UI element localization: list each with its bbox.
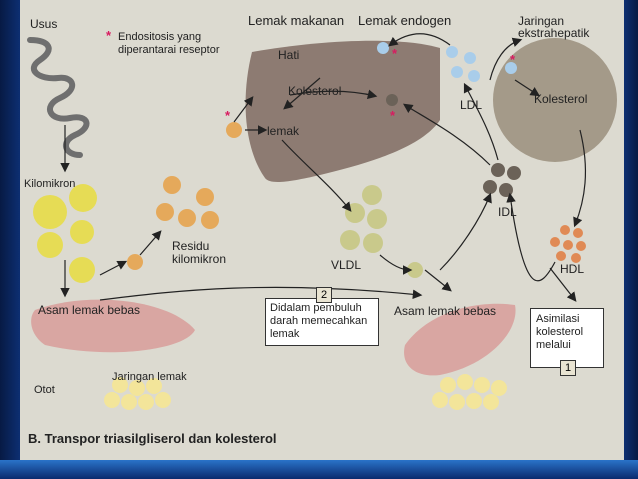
label-jaringan-2: ekstrahepatik [518,26,590,40]
label-jaringan-lemak: Jaringan lemak [112,371,187,383]
label-hati: Hati [278,48,300,62]
label-asimilasi-1: Asimilasi [536,313,580,325]
star-marker: * [106,28,112,43]
star-marker-residu: * [225,108,231,123]
frame-left-bar [0,0,20,460]
muscle-right-shape [404,303,516,376]
label-hdl: HDL [560,262,585,276]
muscle-left-shape [31,299,195,353]
label-ldl: LDL [460,98,483,112]
label-kolesterol-jaringan: Kolesterol [534,92,588,106]
label-lemak-makanan: Lemak makanan [248,13,345,28]
label-endositosis-2: diperantarai reseptor [118,44,220,56]
label-residu-2: kilomikron [172,252,227,266]
label-otot: Otot [34,384,55,396]
label-kilomikron: Kilomikron [24,178,76,190]
note-box-asimilasi [530,308,604,368]
label-residu-1: Residu [172,239,210,253]
frame-right-bar [624,0,638,460]
figure-caption: B. Transpor triasilgliserol dan kolester… [28,431,277,446]
label-idl: IDL [498,205,517,219]
label-usus: Usus [30,17,58,31]
label-pembuluh-3: lemak [270,328,300,340]
label-asam-lemak-bebas-right: Asam lemak bebas [394,304,497,318]
frame-bottom-bar [0,460,638,479]
diagram-slide: Usus Lemak makanan Lemak endogen Jaringa… [20,0,624,460]
fat-cells-left [104,377,171,410]
star-marker-tissue: * [510,52,516,67]
label-kolesterol-hati: Kolesterol [288,84,342,98]
flow-arrows [60,33,587,302]
number-badge-2: 2 [316,287,332,303]
label-asimilasi-2: kolesterol [536,326,584,338]
label-jaringan-1: Jaringan [518,14,565,28]
hdl-particles [550,225,586,263]
diagram-svg [27,33,617,410]
number-badge-1: 1 [560,360,576,376]
label-pembuluh-1: Didalam pembuluh [270,302,362,314]
ldl-particles [377,42,517,82]
residu-particles [127,122,242,270]
idl-particles [386,94,521,197]
label-endositosis-1: Endositosis yang [118,31,202,43]
label-vldl: VLDL [331,258,362,272]
fat-cells-right [432,374,507,410]
intestine-shape [27,37,90,158]
label-lemak-endogen: Lemak endogen [358,13,452,28]
label-asam-lemak-bebas-left: Asam lemak bebas [38,303,141,317]
liver-shape [245,40,440,182]
label-pembuluh-2: darah memecahkan [270,315,368,327]
star-marker-liver: * [390,108,396,123]
star-marker-ldl: * [392,46,398,61]
chylomicron-particles [33,184,97,283]
extrahepatic-tissue-shape [493,38,617,162]
label-lemak: lemak [267,124,300,138]
label-asimilasi-3: melalui [536,339,571,351]
